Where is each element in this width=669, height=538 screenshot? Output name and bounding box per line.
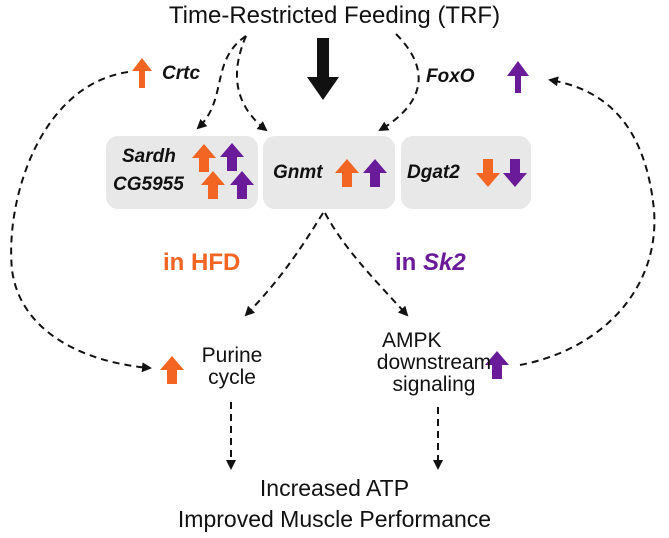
gnmt-to-ampk-arrow — [324, 212, 409, 317]
purine-line1: Purine — [201, 344, 263, 367]
gene-label-crtc: Crtc — [162, 63, 201, 84]
gene-box-sardh-cg5955 — [106, 136, 258, 209]
crtc-up-hfd-arrow-icon — [132, 58, 152, 88]
condition-sk2-label: in Sk2 — [395, 249, 466, 277]
cg5955-up-hfd-arrow-icon — [201, 171, 225, 199]
gnmt-up-hfd-arrow-icon — [335, 159, 359, 187]
purine-line2: cycle — [208, 366, 256, 389]
gene-label-dgat2: Dgat2 — [407, 162, 460, 183]
gene-label-sardh: Sardh — [122, 146, 176, 167]
dgat2-down-sk2-arrow-icon — [503, 159, 527, 187]
cg5955-up-sk2-arrow-icon — [230, 171, 254, 199]
condition-sk2-name: Sk2 — [423, 249, 466, 276]
condition-sk2-prefix: in — [395, 249, 423, 276]
gnmt-to-purine-arrow — [244, 212, 324, 317]
outcome-label: Increased ATP Improved Muscle Performanc… — [0, 473, 669, 535]
gnmt-up-sk2-arrow-icon — [363, 159, 387, 187]
ampk-up-sk2-arrow-icon — [485, 351, 509, 379]
condition-hfd-label: in HFD — [163, 249, 240, 277]
ampk-to-foxo-arrow — [519, 76, 656, 366]
gene-label-gnmt: Gnmt — [273, 162, 323, 183]
trf-to-gnmt-left-arrow — [235, 35, 268, 132]
condition-hfd-prefix: in — [163, 249, 191, 276]
purine-up-hfd-arrow-icon — [160, 356, 184, 384]
gene-box-dgat2 — [401, 136, 531, 209]
gene-label-cg5955: CG5955 — [113, 174, 184, 195]
crtc-to-purine-arrow — [10, 71, 152, 373]
foxo-up-sk2-arrow-icon — [507, 61, 529, 93]
ampk-line2: downstream — [376, 351, 492, 374]
ampk-line1: AMPK — [382, 329, 442, 352]
ampk-line3: signaling — [392, 373, 476, 396]
condition-hfd-name: HFD — [191, 249, 241, 276]
sardh-up-sk2-arrow-icon — [220, 143, 244, 171]
gene-label-foxo: FoxO — [426, 66, 475, 87]
diagram-title: Time-Restricted Feeding (TRF) — [168, 2, 501, 29]
trf-to-gnmt-right-arrow — [378, 33, 420, 132]
gene-box-gnmt — [263, 136, 395, 209]
outcome-line1: Increased ATP — [259, 475, 410, 501]
dgat2-down-hfd-arrow-icon — [476, 159, 500, 187]
purine-cycle-label: Purine cycle — [186, 345, 278, 389]
ampk-signaling-label: AMPK downstream signaling — [368, 330, 500, 396]
sardh-up-hfd-arrow-icon — [192, 144, 216, 172]
trf-main-arrow — [307, 38, 339, 100]
outcome-line2: Improved Muscle Performance — [177, 506, 492, 532]
trf-to-sardh-arrow — [196, 35, 247, 130]
